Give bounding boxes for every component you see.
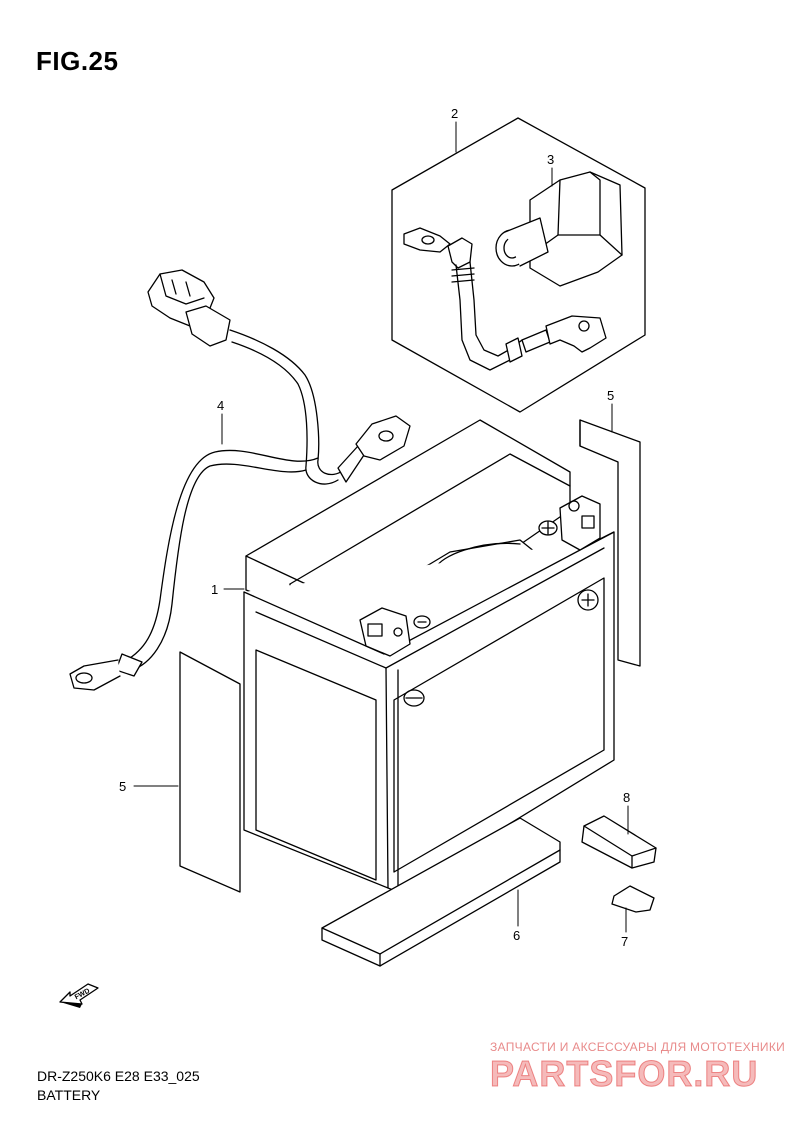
small-pad-part[interactable]: [581, 815, 657, 869]
battery-part[interactable]: [243, 419, 615, 893]
battery-cable-part[interactable]: [403, 227, 607, 371]
callout-7: 7: [621, 934, 628, 949]
callout-4: 4: [217, 398, 224, 413]
terminal-cover-part[interactable]: [495, 171, 623, 287]
battery-lead-part[interactable]: [69, 269, 411, 691]
callout-6: 6: [513, 928, 520, 943]
battery-pad-left-part[interactable]: [179, 651, 241, 893]
watermark-logo-text: PARTSFOR.RU: [490, 1053, 758, 1092]
cable-kit-frame: [391, 117, 646, 413]
battery-pad-right-part[interactable]: [579, 419, 641, 667]
leader-lines: [133, 121, 629, 933]
callout-8: 8: [623, 790, 630, 805]
callout-labels: 2 3 4 1 5 5 6 8 7: [119, 106, 630, 949]
watermark-tagline: ЗАПЧАСТИ И АКСЕССУАРЫ ДЛЯ МОТОТЕХНИКИ: [490, 1040, 786, 1054]
callout-2: 2: [451, 106, 458, 121]
forward-arrow-icon: FWD: [59, 983, 99, 1008]
figure-title: FIG.25: [36, 46, 119, 76]
callout-1: 1: [211, 582, 218, 597]
model-code: DR-Z250K6 E28 E33_025: [37, 1068, 200, 1084]
forward-label: FWD: [74, 988, 91, 1002]
battery-bottom-pad-part[interactable]: [321, 817, 561, 967]
tiny-pad-part[interactable]: [611, 885, 655, 913]
watermark-logo: PARTSFOR.RU: [490, 1053, 758, 1093]
callout-5-left: 5: [119, 779, 126, 794]
callout-3: 3: [547, 152, 554, 167]
section-name: BATTERY: [37, 1087, 101, 1103]
callout-5-right: 5: [607, 388, 614, 403]
